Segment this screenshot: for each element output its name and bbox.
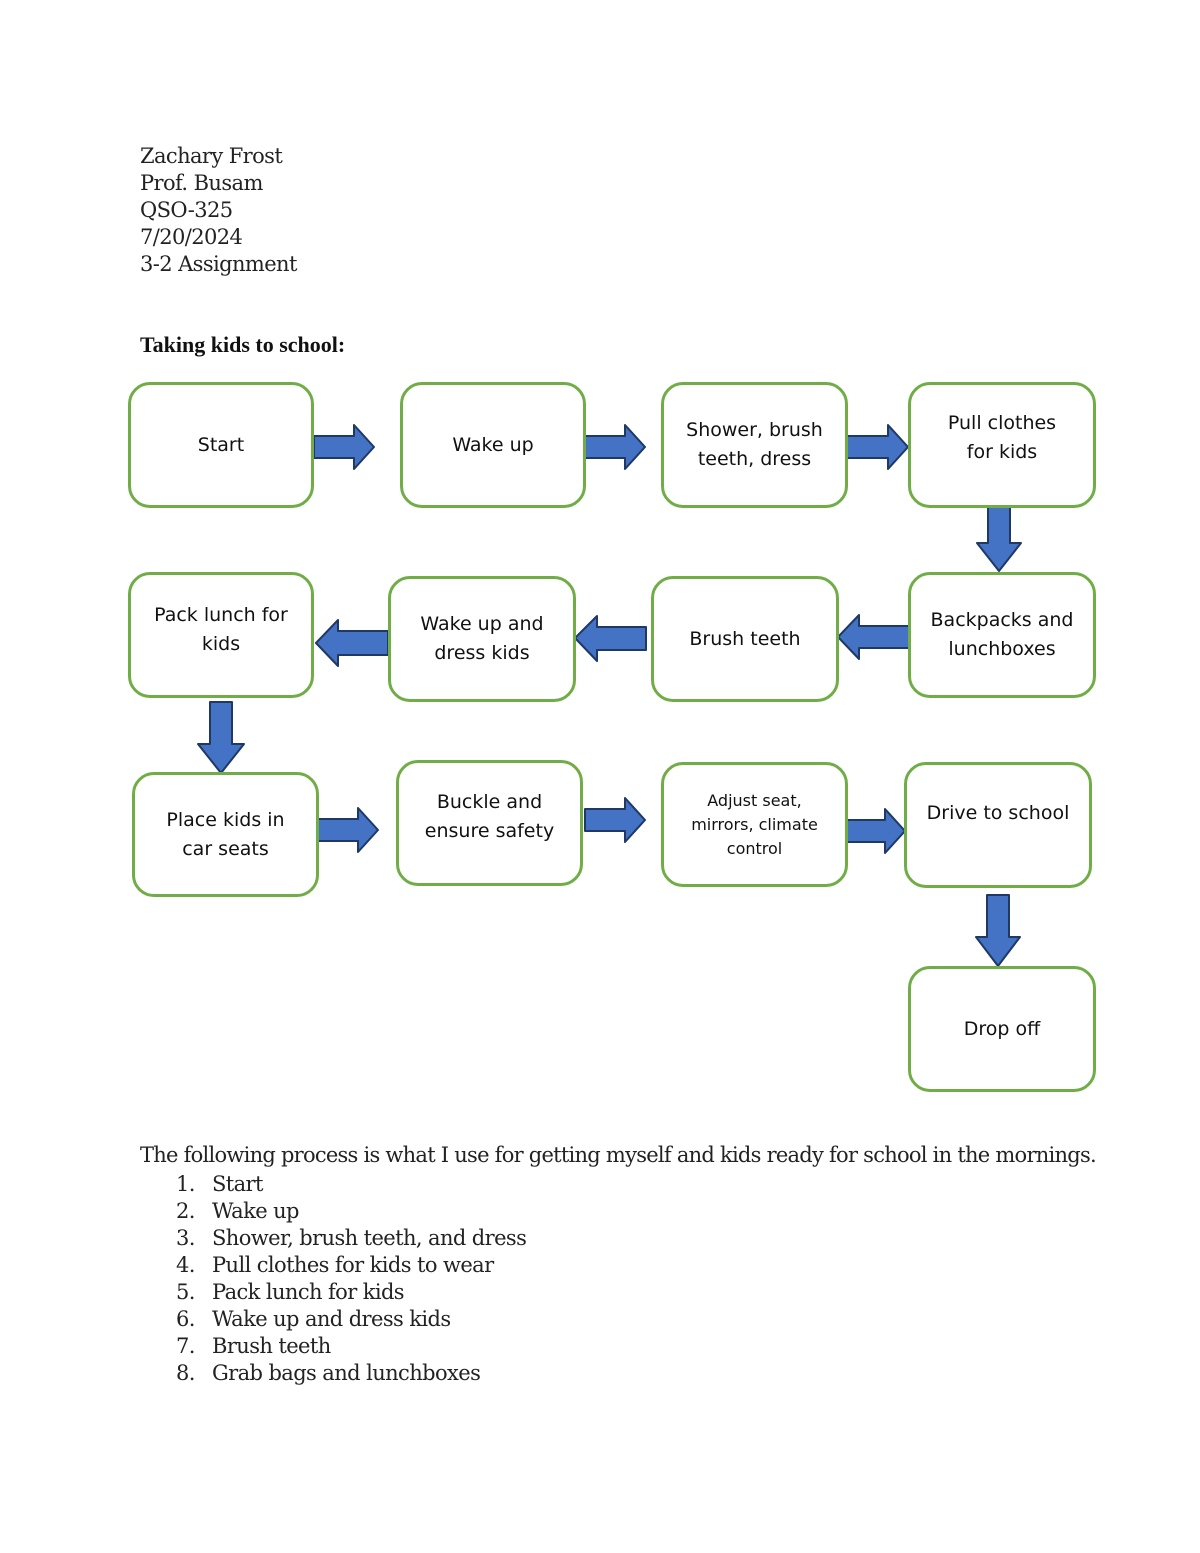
flow-node-brush-teeth: Brush teeth: [651, 576, 839, 702]
flow-node-text: dress kids: [434, 642, 530, 664]
flow-node-text: lunchboxes: [948, 638, 1056, 660]
course-code: QSO-325: [140, 198, 233, 222]
flow-node-wake-up: Wake up: [400, 382, 586, 508]
arrow-right-buckle-to-adjust: [584, 797, 646, 843]
step-text: Shower, brush teeth, and dress: [212, 1226, 527, 1250]
step-number: 5.: [176, 1280, 195, 1304]
flow-node-text: for kids: [966, 441, 1038, 463]
flow-node-text: ensure safety: [424, 820, 555, 842]
arrow-left-wakedress-to-packlunch: [315, 619, 389, 667]
list-item: 4. Pull clothes for kids to wear: [176, 1252, 526, 1279]
flow-node-text: control: [726, 838, 783, 858]
flow-node-text: mirrors, climate: [691, 814, 818, 834]
list-item: 3. Shower, brush teeth, and dress: [176, 1225, 527, 1252]
arrow-right-placekids-to-buckle: [317, 807, 379, 853]
list-item: 5. Pack lunch for kids: [176, 1279, 526, 1306]
flow-node-text: Shower, brush: [686, 419, 823, 441]
assignment-title: 3-2 Assignment: [140, 252, 297, 276]
flow-node-pack-lunch: Pack lunch for kids: [128, 572, 314, 698]
list-item: 6. Wake up and dress kids: [176, 1306, 526, 1333]
flow-node-text: Pull clothes: [947, 412, 1057, 434]
flow-node-start: Start: [128, 382, 314, 508]
flow-node-text: Wake up: [452, 433, 534, 456]
flow-node-text: kids: [201, 633, 241, 655]
section-title: Taking kids to school:: [140, 332, 346, 357]
arrow-down-drive-to-dropoff: [975, 894, 1021, 967]
flow-node-text: Brush teeth: [689, 627, 801, 650]
flow-node-drop-off: Drop off: [908, 966, 1096, 1092]
step-number: 1.: [176, 1172, 195, 1196]
step-text: Pull clothes for kids to wear: [212, 1253, 494, 1277]
flow-node-wake-dress-kids: Wake up and dress kids: [388, 576, 576, 702]
flow-node-text: Drive to school: [926, 802, 1070, 824]
list-item: 1. Start: [176, 1171, 526, 1198]
flow-node-text: Adjust seat,: [707, 790, 802, 810]
step-number: 3.: [176, 1226, 195, 1250]
step-number: 2.: [176, 1199, 195, 1223]
step-text: Brush teeth: [212, 1334, 331, 1358]
professor-name: Prof. Busam: [140, 171, 263, 195]
flow-node-text: Pack lunch for: [154, 604, 288, 626]
flow-node-text: Place kids in: [166, 808, 285, 831]
flow-node-shower: Shower, brush teeth, dress: [661, 382, 848, 508]
step-text: Pack lunch for kids: [212, 1280, 405, 1304]
flow-node-drive: Drive to school: [904, 762, 1092, 888]
step-number: 8.: [176, 1361, 195, 1385]
flow-node-text: Drop off: [963, 1017, 1041, 1040]
arrow-right-start-to-wakeup: [313, 424, 375, 470]
flow-node-place-kids: Place kids in car seats: [132, 772, 319, 897]
author-name: Zachary Frost: [140, 144, 283, 168]
flow-node-text: teeth, dress: [697, 448, 812, 470]
flow-node-pull-clothes: Pull clothes for kids: [908, 382, 1096, 508]
process-intro: The following process is what I use for …: [140, 1143, 1097, 1167]
arrow-left-backpacks-to-brushteeth: [837, 614, 910, 660]
arrow-right-shower-to-pullclothes: [846, 424, 909, 470]
step-number: 7.: [176, 1334, 195, 1358]
step-text: Start: [212, 1172, 263, 1196]
flow-node-text: car seats: [182, 837, 269, 860]
flow-node-text: Wake up and: [420, 613, 544, 635]
list-item: 2. Wake up: [176, 1198, 526, 1225]
step-number: 4.: [176, 1253, 195, 1277]
flow-node-text: Backpacks and: [930, 609, 1074, 631]
document-date: 7/20/2024: [140, 225, 243, 249]
step-text: Grab bags and lunchboxes: [212, 1361, 481, 1385]
flow-node-text: Buckle and: [436, 791, 543, 813]
arrow-down-pullclothes-to-backpacks: [976, 502, 1022, 572]
list-item: 8. Grab bags and lunchboxes: [176, 1360, 526, 1387]
arrow-left-brushteeth-to-wakedress: [574, 615, 647, 662]
flow-node-backpacks: Backpacks and lunchboxes: [908, 572, 1096, 698]
step-text: Wake up and dress kids: [212, 1307, 451, 1331]
arrow-right-adjust-to-drive: [846, 808, 906, 854]
step-text: Wake up: [212, 1199, 299, 1223]
list-item: 7. Brush teeth: [176, 1333, 526, 1360]
flow-node-adjust-seat: Adjust seat, mirrors, climate control: [661, 762, 848, 887]
step-number: 6.: [176, 1307, 195, 1331]
arrow-right-wakeup-to-shower: [584, 424, 646, 470]
flow-node-text: Start: [197, 433, 245, 456]
arrow-down-packlunch-to-placekids: [197, 701, 245, 774]
flow-node-buckle: Buckle and ensure safety: [396, 760, 583, 886]
process-steps-list: 1. Start 2. Wake up 3. Shower, brush teeth,…: [176, 1171, 527, 1387]
